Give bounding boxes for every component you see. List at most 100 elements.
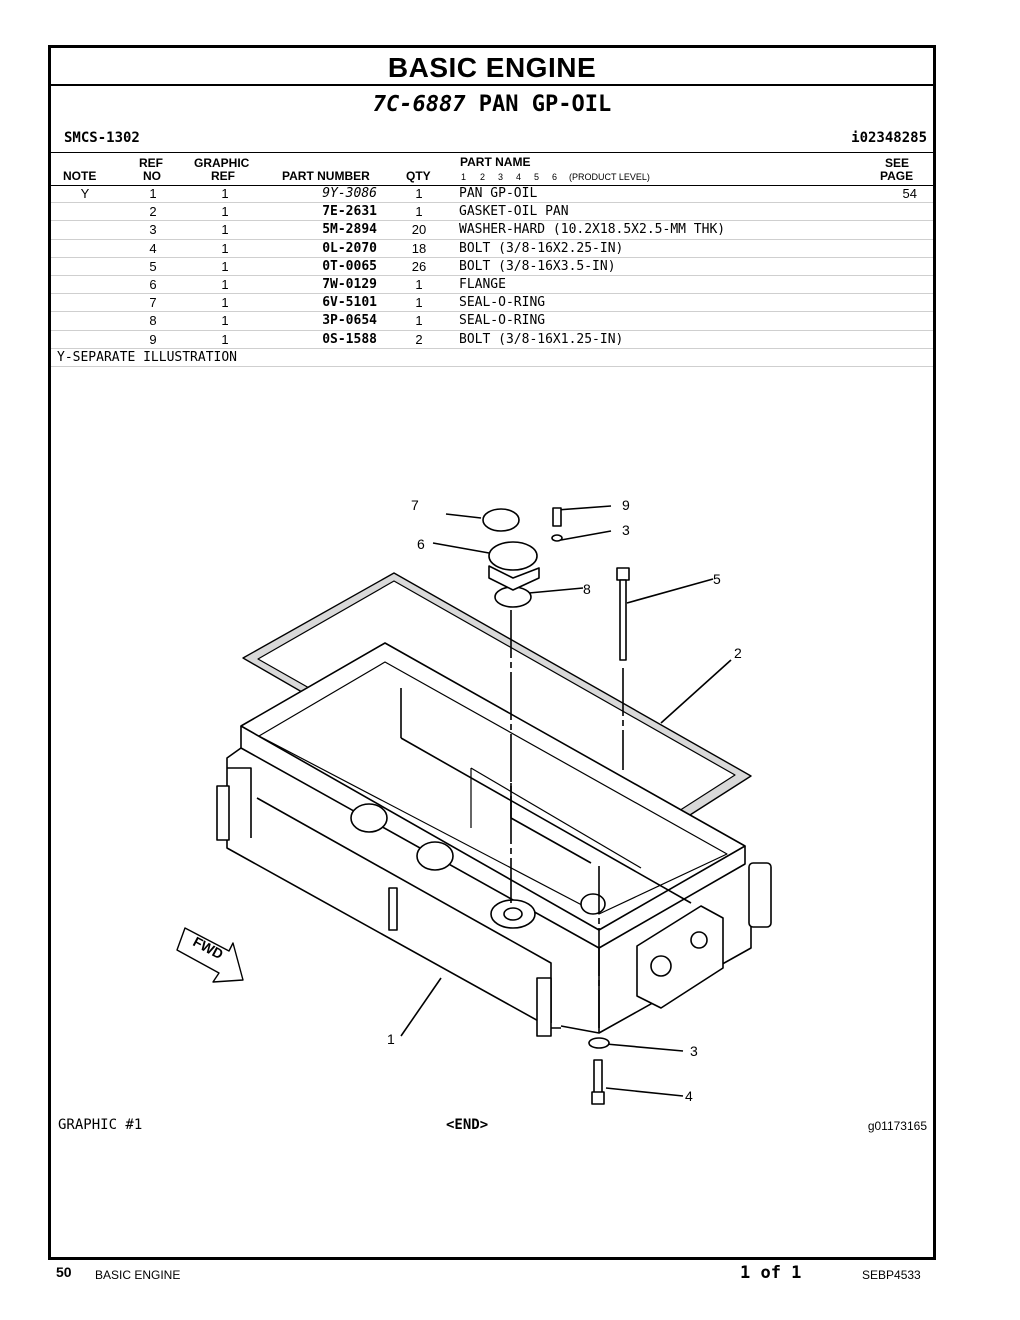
table-row: 3 1 5M-2894 20 WASHER-HARD (10.2X18.5X2.… [51, 221, 933, 240]
row-part-name: BOLT (3/8-16X2.25-IN) [459, 240, 624, 256]
product-level-4: 4 [516, 172, 522, 182]
row-part-name: WASHER-HARD (10.2X18.5X2.5-MM THK) [459, 222, 726, 238]
callout-5: 5 [713, 571, 721, 587]
row-ref: 8 [149, 313, 157, 329]
row-graphic: 1 [221, 204, 229, 220]
row-ref: 1 [149, 186, 157, 201]
table-row: 2 1 7E-2631 1 GASKET-OIL PAN [51, 203, 933, 222]
row-ref: 5 [149, 258, 157, 274]
group-part-number: 7C-6887 [372, 92, 466, 117]
col-note: NOTE [63, 169, 97, 183]
row-part-number: 7E-2631 [322, 204, 377, 220]
product-level-3: 3 [498, 172, 504, 182]
table-row: Y 1 1 9Y-3086 1 PAN GP-OIL 54 [51, 185, 933, 204]
footer-page-of: 1 of 1 [740, 1263, 802, 1283]
row-graphic: 1 [221, 276, 229, 292]
row-graphic: 1 [221, 258, 229, 274]
row-graphic: 1 [221, 222, 229, 238]
footer-page-number: 50 [56, 1264, 72, 1280]
row-part-number: 3P-0654 [322, 313, 377, 329]
callout-1: 1 [387, 1031, 395, 1047]
graphic-label: GRAPHIC #1 [58, 1117, 143, 1133]
row-qty: 26 [411, 258, 427, 274]
row-part-number: 0L-2070 [322, 240, 377, 256]
table-row: 4 1 0L-2070 18 BOLT (3/8-16X2.25-IN) [51, 240, 933, 258]
row-graphic: 1 [221, 186, 229, 201]
col-part-name: PART NAME [460, 155, 531, 169]
row-ref: 2 [149, 204, 157, 220]
page-title: BASIC ENGINE [51, 48, 933, 86]
callout-7: 7 [411, 497, 419, 513]
row-see-page[interactable]: 54 [902, 186, 917, 201]
row-part-name: BOLT (3/8-16X1.25-IN) [459, 331, 624, 347]
row-note: Y [80, 186, 90, 201]
group-part-name: PAN GP-OIL [478, 92, 612, 117]
callout-3-bottom: 3 [690, 1043, 698, 1059]
row-ref: 6 [149, 276, 157, 292]
row-part-number: 6V-5101 [322, 295, 377, 311]
document-id: i02348285 [851, 130, 927, 146]
col-see-bottom: PAGE [880, 169, 914, 183]
product-level-label: (PRODUCT LEVEL) [569, 172, 650, 182]
col-see-top: SEE [885, 156, 910, 170]
table-row: 5 1 0T-0065 26 BOLT (3/8-16X3.5-IN) [51, 258, 933, 276]
table-row: 8 1 3P-0654 1 SEAL-O-RING [51, 312, 933, 331]
row-qty: 1 [415, 276, 423, 292]
row-part-number: 0S-1588 [322, 331, 377, 347]
table-note: Y-SEPARATE ILLUSTRATION [51, 349, 933, 367]
row-part-name: BOLT (3/8-16X3.5-IN) [459, 258, 616, 274]
callout-8: 8 [583, 581, 591, 597]
col-part-number: PART NUMBER [282, 169, 370, 183]
callout-2: 2 [734, 645, 742, 661]
row-ref: 4 [149, 240, 157, 256]
col-graphic-top: GRAPHIC [194, 156, 250, 170]
row-part-name: FLANGE [459, 276, 506, 292]
row-qty: 2 [415, 331, 423, 347]
parts-table: Y 1 1 9Y-3086 1 PAN GP-OIL 54 2 1 7E-263… [51, 185, 933, 367]
row-qty: 1 [415, 204, 423, 220]
callout-3-top: 3 [622, 522, 630, 538]
col-graphic-bottom: REF [211, 169, 235, 183]
product-level-5: 5 [534, 172, 540, 182]
row-part-name: SEAL-O-RING [459, 295, 546, 311]
col-ref-top: REF [139, 156, 163, 170]
oil-pan-graphic [176, 642, 772, 1037]
row-ref: 7 [149, 295, 157, 311]
product-level-6: 6 [552, 172, 558, 182]
row-ref: 3 [149, 222, 157, 238]
row-qty: 1 [415, 295, 423, 311]
row-part-name: PAN GP-OIL [459, 186, 538, 201]
table-row: 6 1 7W-0129 1 FLANGE [51, 276, 933, 295]
product-level-2: 2 [480, 172, 486, 182]
table-row: 9 1 0S-1588 2 BOLT (3/8-16X1.25-IN) [51, 331, 933, 349]
row-part-name: SEAL-O-RING [459, 313, 546, 329]
row-qty: 1 [415, 186, 423, 201]
row-ref: 9 [149, 331, 157, 347]
end-marker: <END> [446, 1117, 489, 1133]
callout-4: 4 [685, 1088, 693, 1104]
row-part-number: 0T-0065 [322, 258, 377, 274]
row-graphic: 1 [221, 240, 229, 256]
callout-6: 6 [417, 536, 425, 552]
page-frame: BASIC ENGINE 7C-6887 PAN GP-OIL SMCS-130… [48, 45, 936, 1260]
callout-9: 9 [622, 497, 630, 513]
product-level-1: 1 [461, 172, 467, 182]
row-graphic: 1 [221, 313, 229, 329]
row-part-number: 5M-2894 [322, 222, 377, 238]
row-graphic: 1 [221, 295, 229, 311]
exploded-illustration: 1 2 3 3 4 5 6 7 8 9 FWD [176, 497, 772, 1105]
table-row: 7 1 6V-5101 1 SEAL-O-RING [51, 294, 933, 313]
row-part-number[interactable]: 9Y-3086 [322, 186, 377, 201]
row-qty: 20 [411, 222, 427, 238]
separate-illustration-note: Y-SEPARATE ILLUSTRATION [57, 349, 238, 365]
table-header: NOTE REF NO GRAPHIC REF PART NUMBER QTY … [51, 152, 933, 186]
row-qty: 1 [415, 313, 423, 329]
footer-section: BASIC ENGINE [95, 1268, 181, 1282]
graphic-id: g01173165 [867, 1119, 927, 1133]
row-part-number: 7W-0129 [322, 276, 377, 292]
col-ref-bottom: NO [143, 169, 161, 183]
footer-doc-id: SEBP4533 [862, 1268, 921, 1282]
row-part-name: GASKET-OIL PAN [459, 204, 569, 220]
row-graphic: 1 [221, 331, 229, 347]
smcs-code: SMCS-1302 [64, 130, 140, 146]
